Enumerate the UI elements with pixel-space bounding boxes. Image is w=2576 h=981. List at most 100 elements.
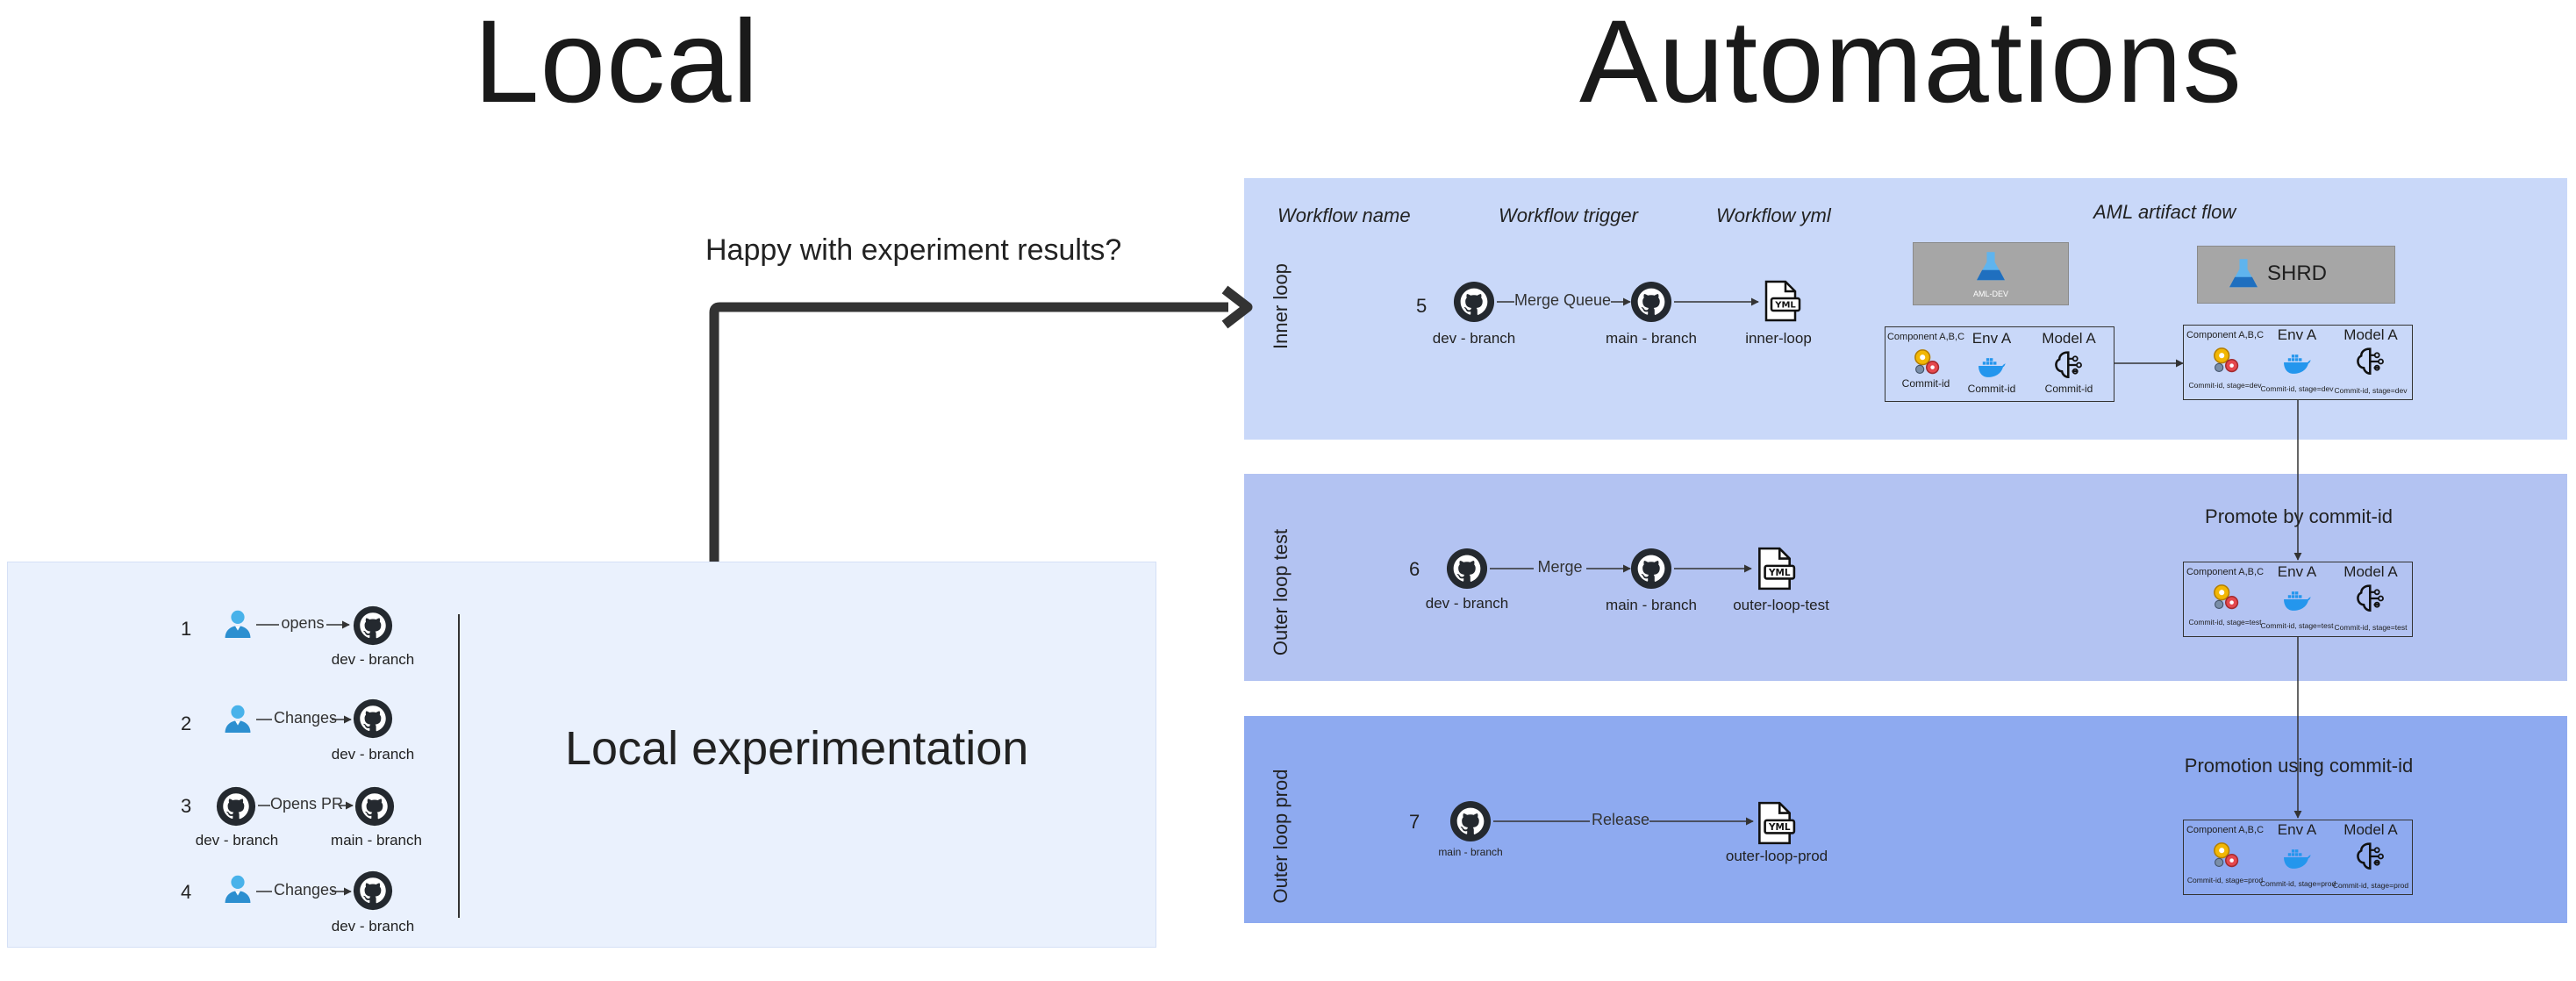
row-number: 5 <box>1416 295 1428 317</box>
artifact-footer: Commit-id, stage=prod <box>2186 876 2264 884</box>
node-label: main - branch <box>1438 846 1503 858</box>
shrd-workspace <box>2197 246 2395 304</box>
model-label: Model A <box>2343 563 2398 580</box>
header-workflow-trigger: Workflow trigger <box>1499 204 1638 226</box>
automations-title: Automations <box>1579 0 2243 127</box>
row-name: Outer loop prod <box>1270 769 1292 904</box>
local-title: Local <box>474 0 760 127</box>
yml-file-icon <box>1751 546 1797 591</box>
env-artifact: Env A Commit-id, stage=dev <box>2260 326 2334 393</box>
model-label: Model A <box>2042 330 2096 347</box>
docker-icon <box>2278 842 2316 872</box>
artifact-footer: Commit-id, stage=test <box>2334 623 2408 632</box>
env-label: Env A <box>1971 330 2012 347</box>
env-artifact: Env A Commit-id, stage=prod <box>2260 821 2336 888</box>
edge-line <box>1497 297 1631 306</box>
github-icon <box>1449 800 1492 842</box>
component-artifact: Component A,B,C Commit-id, stage=dev <box>2185 330 2265 390</box>
env-artifact: Env A Commit-id, stage=test <box>2260 563 2334 630</box>
component-label: Component A,B,C <box>1886 332 1965 342</box>
brain-icon <box>2353 583 2388 614</box>
edge-label: opens <box>281 614 325 632</box>
component-artifact: Component A,B,C Commit-id, stage=test <box>2185 567 2265 627</box>
artifact-footer: Commit-id, stage=test <box>2188 618 2262 627</box>
shrd-dev-artifact-box <box>2183 325 2413 400</box>
edge-line <box>256 887 352 896</box>
step-number: 2 <box>181 712 192 734</box>
edge-label: Merge <box>1537 558 1583 576</box>
gears-icon <box>2207 579 2243 612</box>
component-label: Component A,B,C <box>2186 567 2265 577</box>
local-divider <box>458 614 460 918</box>
yml-file-icon <box>1751 800 1797 846</box>
model-artifact: Model A Commit-id, stage=dev <box>2330 326 2411 395</box>
model-label: Model A <box>2343 821 2398 838</box>
header-workflow-name: Workflow name <box>1277 204 1411 226</box>
promotion-label: Promote by commit-id <box>2205 505 2393 527</box>
shrd-label: SHRD <box>2267 261 2328 285</box>
yml-file-label: outer-loop-test <box>1733 597 1829 613</box>
yml-file-label: outer-loop-prod <box>1725 848 1828 864</box>
shrd-test-artifact-box <box>2183 562 2413 637</box>
node-label: main - branch <box>1606 330 1697 347</box>
env-label: Env A <box>2277 563 2317 580</box>
env-artifact: Env A Commit-id <box>1957 330 2027 395</box>
edge-label: Release <box>1591 811 1650 828</box>
row-name: Outer loop test <box>1270 528 1292 656</box>
promotion-label: Promotion using commit-id <box>2184 755 2414 777</box>
edge-line <box>258 801 354 810</box>
model-artifact: Model A Commit-id, stage=test <box>2330 563 2411 632</box>
artifact-footer: Commit-id, stage=dev <box>2188 381 2262 390</box>
component-label: Component A,B,C <box>2186 330 2265 340</box>
local-panel <box>7 562 1156 948</box>
github-icon <box>1630 548 1672 590</box>
model-label: Model A <box>2343 326 2398 343</box>
edge-label: Changes <box>274 709 338 727</box>
node-label: main - branch <box>331 832 422 849</box>
edge-label: Opens PR <box>270 795 344 813</box>
step-number: 4 <box>181 881 192 903</box>
artifact-footer: Commit-id, stage=prod <box>2260 879 2336 888</box>
artifact-footer: Commit-id, stage=dev <box>2260 384 2334 393</box>
node-label: dev - branch <box>331 651 415 668</box>
edge-line <box>256 715 352 724</box>
node-label: dev - branch <box>1425 595 1509 612</box>
shrd-prod-artifact-box <box>2183 820 2413 895</box>
yml-file-label: inner-loop <box>1745 330 1812 347</box>
node-label: dev - branch <box>331 918 415 934</box>
env-label: Env A <box>2277 821 2317 838</box>
gears-icon <box>2207 837 2243 870</box>
artifact-footer: Commit-id, stage=prod <box>2332 881 2409 890</box>
artifact-footer: Commit-id, stage=test <box>2260 621 2334 630</box>
model-artifact: Model A Commit-id, stage=prod <box>2330 821 2411 890</box>
node-label: dev - branch <box>195 832 279 849</box>
node-label: dev - branch <box>331 746 415 763</box>
edge-line <box>1674 564 1752 573</box>
edge-line <box>1490 564 1631 573</box>
step-number: 1 <box>181 618 192 640</box>
publish-arrow <box>2114 359 2184 368</box>
artifact-footer: Commit-id <box>2044 383 2093 395</box>
component-label: Component A,B,C <box>2186 825 2265 835</box>
header-workflow-yml: Workflow yml <box>1716 204 1831 226</box>
node-label: dev - branch <box>1432 330 1516 347</box>
edge-line <box>1493 817 1754 826</box>
edge-label: Merge Queue <box>1514 291 1612 309</box>
artifact-footer: Commit-id <box>1901 377 1950 390</box>
brain-icon <box>2353 841 2388 872</box>
edge-line <box>1674 297 1759 306</box>
edge-label: Changes <box>274 881 338 899</box>
local-heading: Local experimentation <box>565 722 1029 775</box>
row-number: 6 <box>1409 558 1420 580</box>
artifact-footer: Commit-id, stage=dev <box>2334 386 2408 395</box>
model-artifact: Model A Commit-id <box>2029 330 2109 395</box>
dev-artifact-box <box>1885 326 2114 402</box>
component-artifact: Component A,B,C Commit-id <box>1886 332 1965 390</box>
component-artifact: Component A,B,C Commit-id, stage=prod <box>2185 825 2265 884</box>
edge-line <box>256 620 350 629</box>
row-number: 7 <box>1409 811 1420 833</box>
header-artifact-flow: AML artifact flow <box>2093 201 2236 223</box>
node-label: main - branch <box>1606 597 1697 613</box>
